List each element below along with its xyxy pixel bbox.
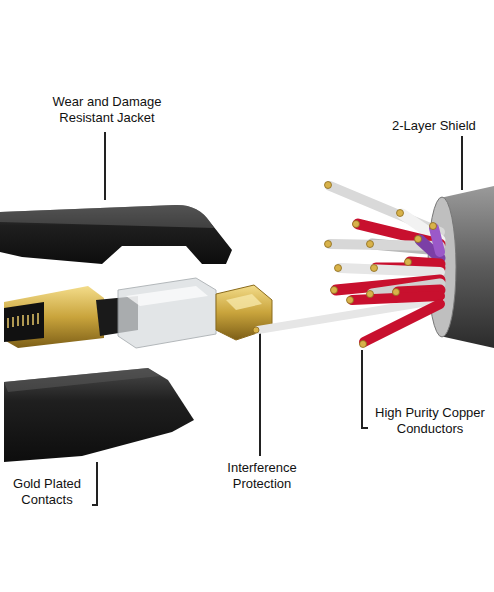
jacket-top — [0, 205, 232, 264]
plug-face — [4, 302, 44, 342]
part-label: High Purity Copper Conductors — [368, 405, 492, 437]
leader-lines — [90, 132, 462, 505]
plug-pins — [8, 313, 38, 328]
clear-housing — [118, 278, 216, 348]
wire-tips — [253, 182, 437, 348]
part-label: Gold Plated Contacts — [2, 476, 92, 508]
part-label: Wear and Damage Resistant Jacket — [38, 94, 176, 126]
hdmi-plug — [4, 286, 104, 348]
shield-highlight — [226, 294, 262, 310]
jacket-highlight — [0, 205, 214, 228]
jacket-bottom-highlight — [4, 368, 160, 392]
conductor-wires — [258, 186, 440, 342]
housing-highlight — [126, 286, 208, 306]
part-label: Interference Protection — [202, 460, 322, 492]
part-label: 2-Layer Shield — [390, 118, 492, 134]
jacket-bottom — [4, 368, 194, 462]
